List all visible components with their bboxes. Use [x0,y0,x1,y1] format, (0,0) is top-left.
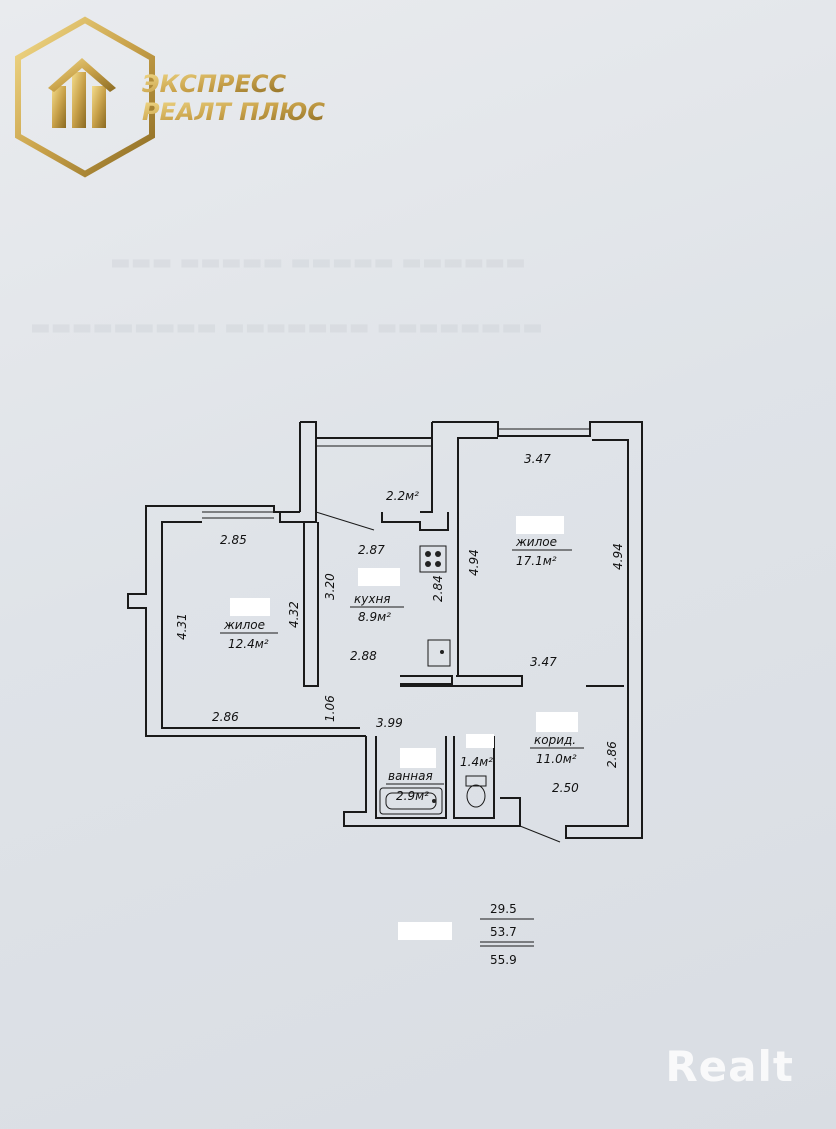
dim-small-left: 4.31 [175,613,189,640]
dim-kitchen-right: 2.84 [431,575,445,602]
room-area-living-large: 17.1м² [516,554,557,568]
total-living-area: 29.5 [490,902,517,916]
room-name-living-small: жилое [223,618,265,632]
logo-line-2: РЕАЛТ ПЛЮС [142,98,325,126]
room-area-bathroom: 2.9м² [396,789,429,803]
logo-line-1: ЭКСПРЕСС [142,70,287,98]
redaction [400,748,436,768]
redaction [398,922,452,940]
room-name-kitchen: кухня [354,592,391,606]
dim-hall-gap: 1.06 [323,695,337,722]
hexagon-icon [15,16,155,178]
room-area-balcony: 2.2м² [386,489,419,503]
room-name-corridor: корид. [534,733,576,747]
total-area: 53.7 [490,925,517,939]
dim-kitchen-left: 3.20 [323,573,337,600]
dim-corridor-bottom: 2.50 [552,781,579,795]
redaction [230,598,270,616]
redaction [466,734,494,748]
room-name-living-large: жилое [515,535,557,549]
redaction [536,712,578,732]
room-labels: жилое 17.1м² жилое 12.4м² кухня 8.9м² 2.… [220,489,584,803]
dim-large-right: 4.94 [611,543,625,570]
dim-hall-long: 3.99 [376,716,403,730]
dim-small-right: 4.32 [287,601,301,628]
background-print: ▬▬▬ ▬▬▬▬▬ ▬▬▬▬▬ ▬▬▬▬▬▬ [110,250,526,275]
total-area-with-balcony: 55.9 [490,953,517,967]
dim-large-bottom: 3.47 [530,655,557,669]
fixtures [379,545,487,815]
room-area-corridor: 11.0м² [536,752,577,766]
dim-large-top: 3.47 [524,452,551,466]
stove-icon [419,545,447,573]
dim-small-bottom: 2.86 [212,710,239,724]
redaction [358,568,400,586]
dim-kitchen-top: 2.87 [358,543,385,557]
room-area-toilet: 1.4м² [460,755,493,769]
dim-corridor-right: 2.86 [605,741,619,768]
company-logo: ЭКСПРЕСС РЕАЛТ ПЛЮС [15,16,325,178]
room-area-living-small: 12.4м² [228,637,269,651]
room-area-kitchen: 8.9м² [358,610,391,624]
dim-large-left: 4.94 [467,549,481,576]
dim-kitchen-bottom: 2.88 [350,649,377,663]
bathtub-icon [379,787,443,815]
area-totals: 29.5 53.7 55.9 [398,902,534,967]
dim-small-top: 2.85 [220,533,247,547]
redaction [516,516,564,534]
sink-icon [427,639,451,667]
dimension-labels: 3.47 4.94 4.94 3.47 2.85 4.31 4.32 2.86 … [175,452,625,795]
realt-watermark: Realt [665,1042,794,1091]
background-print: ▬▬▬▬▬▬▬▬▬ ▬▬▬▬▬▬▬ ▬▬▬▬▬▬▬▬ [30,315,543,340]
walls [127,421,643,843]
room-name-bathroom: ванная [388,769,433,783]
toilet-icon [465,775,487,808]
